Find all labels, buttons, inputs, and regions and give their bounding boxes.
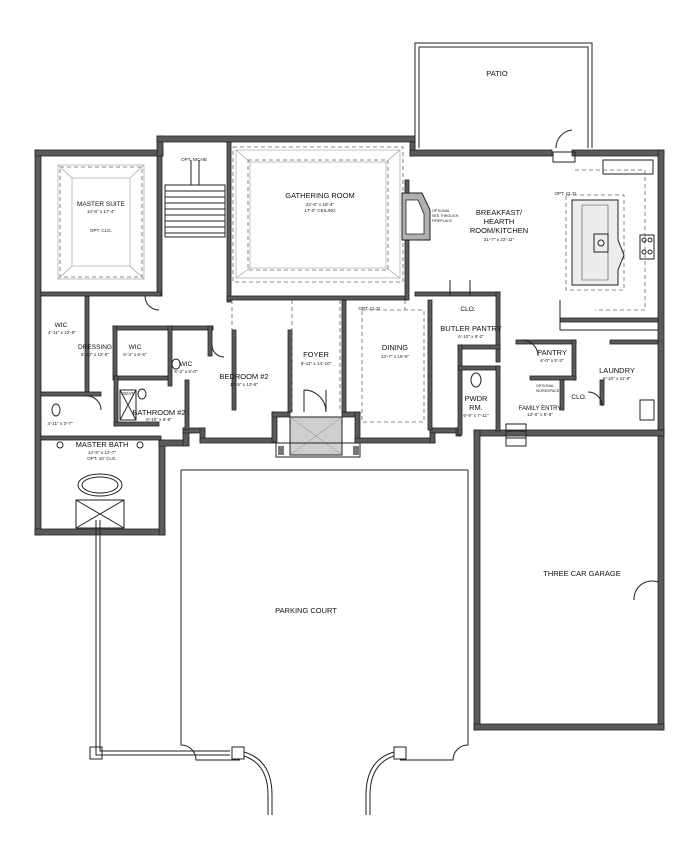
foyer-dim: 9'-11" x 14'-10" [301,361,332,366]
ceiling-outlines [59,146,646,423]
master-bath-opt-clg: OPT. 10' CLG. [87,456,116,461]
kitchen-label-3: ROOM/KITCHEN [470,226,528,235]
butler-pantry-dim: 6'-10" x 6'-2" [458,334,484,339]
foyer-label: FOYER [303,350,329,359]
powder-room-label-1: PWDR [465,394,488,403]
fireplace-note-2: SEE THROUGH [432,214,459,218]
workspace-note-2: WORKSPACE [536,389,560,393]
bath-fixtures [51,358,655,529]
master-suite-dim: 14'-8" x 17'-4" [87,209,116,214]
fireplace-note-1: OPTIONAL [432,209,450,213]
patio [414,42,593,148]
closet-1-label: CLO. [460,306,475,313]
dressing-dim: 5'-10" x 12'-5" [81,352,110,357]
dining-opt-clg: OPT. CL'G. [358,306,381,311]
wic-2-dim: 6'-3" x 6'-6" [123,352,147,357]
laundry-dim: 8'-10" x 11'-8" [603,376,631,381]
coffered-frames [57,149,401,280]
kitchen-opt-clg: OPT. CL'G. [554,191,577,196]
wic-1-dim: 4'-11" x 12'-9" [48,330,76,335]
entry-steps [505,423,527,447]
wic-1-label: WIC [55,322,68,329]
closet-2-label: CLO. [571,394,586,401]
opt-niche-label: OPT. NICHE [181,157,207,162]
patio-label: PATIO [486,69,508,78]
gathering-room-ceiling: 17'-0" CEILING [304,208,336,213]
exterior-walls [34,135,665,731]
butler-pantry-label: BUTLER PANTRY [440,324,501,333]
powder-room-label-2: RM. [469,403,483,412]
bedroom-2-dim: 12'-5" x 13'-8" [230,382,259,387]
parking-court-label: PARKING COURT [275,606,337,615]
parking-court-outline [89,469,469,815]
front-stoop [275,416,361,458]
pantry-label: PANTRY [537,348,567,357]
bathroom-2-label: BATHROOM #2 [132,408,185,417]
family-entry-dim: 12'-0" x 5'-6" [527,412,553,417]
fireplace [401,192,431,241]
gathering-room-label: GATHERING ROOM [285,191,354,200]
bedroom-2-label: BEDROOM #2 [219,372,268,381]
kitchen-fixtures [552,151,658,331]
laundry-label: LAUNDRY [599,366,635,375]
dressing-label: DRESSING [78,344,112,351]
pantry-dim: 6'-0" x 5'-3" [540,358,564,363]
fireplace-note-3: FIREPLACE [432,219,453,223]
three-car-garage-label: THREE CAR GARAGE [543,569,621,578]
master-suite-label: MASTER SUITE [77,201,126,208]
wic-2-label: WIC [129,344,142,351]
door-swings [86,129,659,601]
wic-3-label: WIC [180,361,193,368]
seat-label: SEAT [122,391,134,396]
kitchen-label-1: BREAKFAST/ [476,208,523,217]
powder-room-dim: 6'-9" x 7'-11" [463,413,489,418]
kitchen-label-2: HEARTH [484,217,515,226]
interior-walls [40,141,659,441]
kitchen-dim: 31'-7" x 22'-11" [484,237,515,242]
dining-dim: 13'-7" x 16'-9" [381,354,410,359]
shower-dim: 4'-11" x 3'-7" [47,421,73,426]
bathroom-2-dim: 8'-10" x 6'-9" [146,417,172,422]
family-entry-label: FAMILY ENTRY [519,406,562,412]
master-suite-opt-clg: OPT. CLG. [90,228,112,233]
staircase [164,160,226,238]
workspace-note-1: OPTIONAL [536,384,554,388]
dining-label: DINING [382,343,408,352]
master-bath-dim: 14'-8" x 12'-7" [88,450,117,455]
gathering-room-dim: 22'-6" x 18'-4" [306,202,335,207]
wic-3-dim: 5'-3" x 6'-0" [174,369,198,374]
master-bath-label: MASTER BATH [76,440,129,449]
